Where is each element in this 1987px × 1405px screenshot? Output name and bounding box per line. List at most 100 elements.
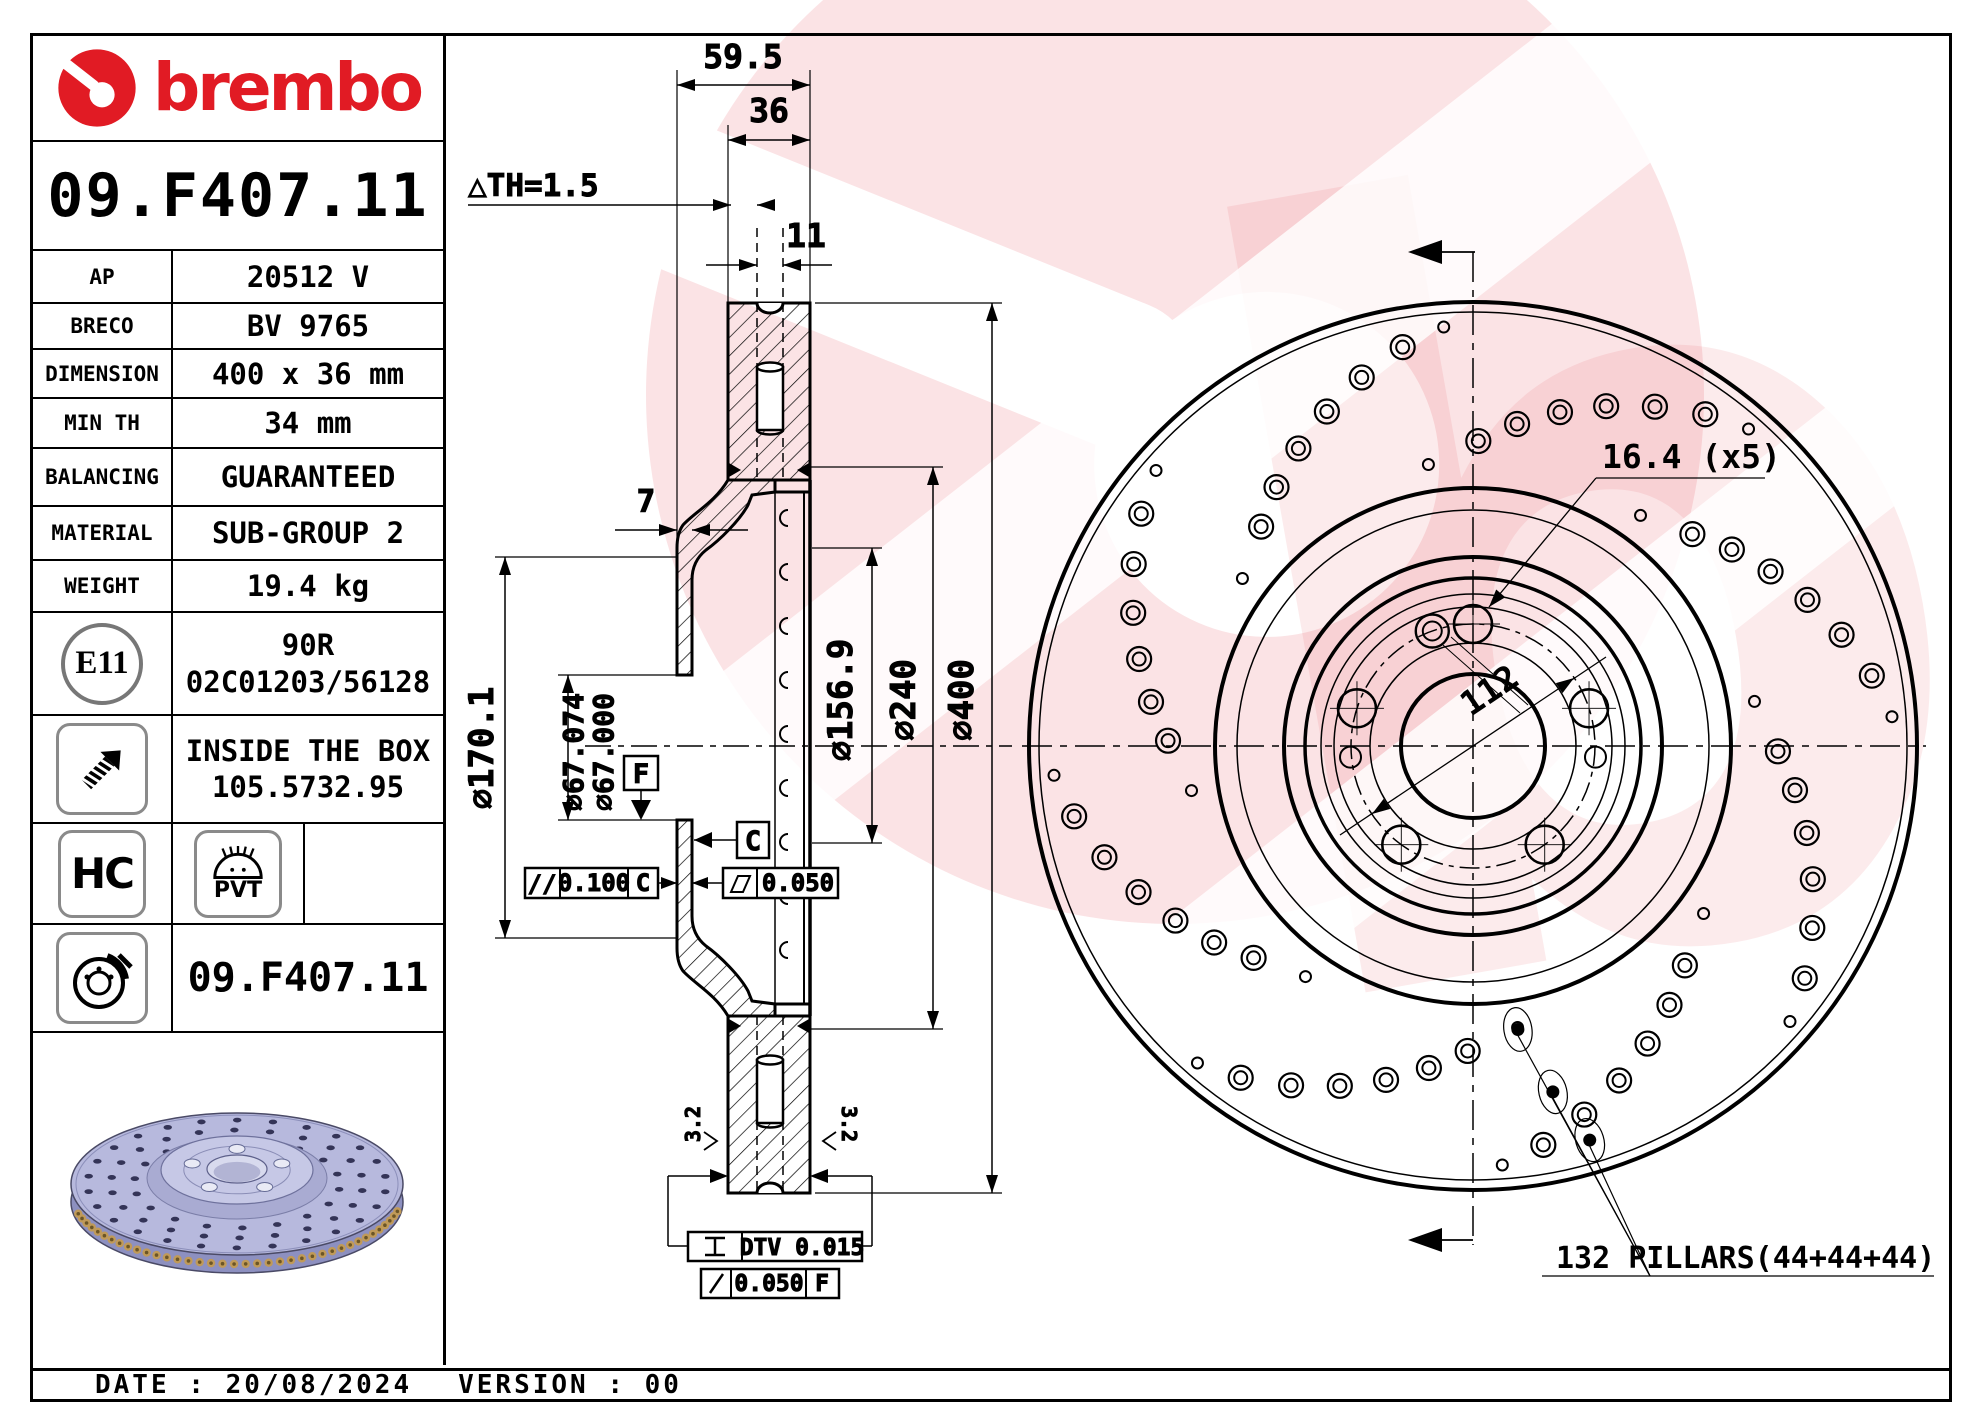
vent-bump [779,779,789,797]
drill-hole-inner [1143,694,1159,710]
e11-badge-icon: E11 [61,622,143,705]
hc-label: HC [71,849,135,898]
drill-hole [1757,558,1784,585]
drill-hole [1504,410,1531,438]
render-drill-dot [84,1173,93,1179]
drill-hole-inner [1598,398,1614,414]
approval-line2: 02C01203/56128 [185,664,431,699]
hc-icon: HC [58,829,146,918]
drill-hole [1641,393,1669,420]
inside-box-label: INSIDE THE BOX [185,733,431,768]
render-vent-dot [197,1260,202,1264]
drill-hole-inner [1460,1043,1476,1059]
render-drill-dot [357,1172,366,1178]
render-vent-dot [339,1246,344,1250]
drill-hole-inner [1470,433,1486,449]
vent-bump [779,617,789,635]
drill-hole-small [1298,970,1312,984]
dim-flange-thickness: 7 [637,484,656,520]
drill-hole-inner [1576,1107,1592,1123]
drill-hole-inner [1125,605,1141,621]
drill-hole [1828,621,1855,648]
render-vent-dot [84,1221,89,1225]
pin-hole [1414,613,1450,649]
drill-hole-small [1885,710,1899,724]
drill-hole-inner [1160,733,1176,749]
drill-hole-small [1634,508,1648,522]
render-vent-dot [232,1262,236,1266]
render-vent-dot [356,1239,361,1244]
drill-hole-inner [1787,782,1803,798]
drill-hole [1061,803,1088,830]
footer-strip: DATE : 20/08/2024 VERSION : 00 [33,1368,1949,1400]
render-drill-dot [358,1188,367,1193]
render-drill-dot [163,1124,172,1130]
render-drill-dot [346,1158,355,1163]
dim-bore-max: ∅67.074 [557,693,590,811]
pillars-note: 132 PILLARS(44+44+44) [1556,1241,1935,1276]
dim-hat-diameter: ∅240 [884,659,924,741]
render-drill-dot [93,1204,102,1209]
corner-arrow [729,463,741,477]
render-vent-dot [109,1237,114,1242]
drill-hole-inner [1509,416,1525,432]
drill-hole-inner [1233,1070,1249,1086]
pillar-leader [1552,1097,1651,1277]
drill-hole [1799,914,1826,942]
render-drill-dot [199,1233,209,1239]
parallelism-symbol: // [528,870,557,898]
render-drill-dot [355,1145,365,1151]
roughness-mark-right: 3.2 [821,1105,862,1151]
runout-symbol [708,1273,725,1294]
dim-total-width: 59.5 [703,37,782,76]
drill-hole [1201,929,1228,956]
footer-date: DATE : 20/08/2024 [95,1370,413,1400]
corner-arrow [729,1019,741,1033]
gdt-frames: // 0.100 C 0.050 C F [523,754,873,1300]
render-drill-dot [232,1245,241,1251]
render-drill-dot [139,1217,148,1223]
drill-hole-small [1742,422,1756,436]
drill-hole-small [1047,768,1061,782]
render-vent-dot [135,1247,139,1252]
render-vent-dot [76,1211,81,1216]
render-bolt-hole [183,1158,201,1169]
spec-row-balancing: BALANCING GUARANTEED [33,449,443,507]
datum-f-triangle [631,800,651,820]
render-drill-dot [197,1119,206,1125]
runout-value: 0.050 [734,1271,803,1297]
drill-hole-inner [1133,506,1149,522]
drill-hole-small [1495,1158,1509,1172]
drill-hole-inner [1647,399,1663,415]
render-drill-dot [132,1191,141,1197]
corner-arrow [797,463,809,477]
drill-hole [1128,500,1155,527]
drill-hole-inner [1283,1077,1299,1093]
drill-hole-small [1235,571,1249,585]
disc-caliper-icon [56,932,148,1024]
render-bolt-hole [200,1182,218,1193]
roughness-mark-left: 3.2 [681,1105,719,1151]
drill-hole-inner [1253,519,1269,535]
render-vent-dot [243,1262,248,1266]
render-drill-dot [268,1243,277,1249]
part-number-repeat-row: 09.F407.11 [33,925,443,1033]
drill-hole-inner [1246,950,1262,966]
render-drill-dot [348,1202,358,1208]
render-drill-dot [298,1135,308,1141]
render-drill-dot [162,1136,171,1142]
render-bolt-hole [273,1158,291,1169]
drill-hole-inner [1770,743,1786,759]
drill-hole [1120,599,1147,626]
flatness-value: 0.050 [762,869,834,897]
spec-label: MATERIAL [51,521,153,545]
drill-hole-inner [1319,404,1335,420]
drill-hole [1791,965,1818,992]
render-vent-dot [395,1209,400,1214]
roughness-value: 3.2 [681,1106,705,1142]
drill-hole-small [1190,1056,1204,1070]
pillar-dot [1546,1085,1560,1099]
drill-hole [1248,513,1275,540]
